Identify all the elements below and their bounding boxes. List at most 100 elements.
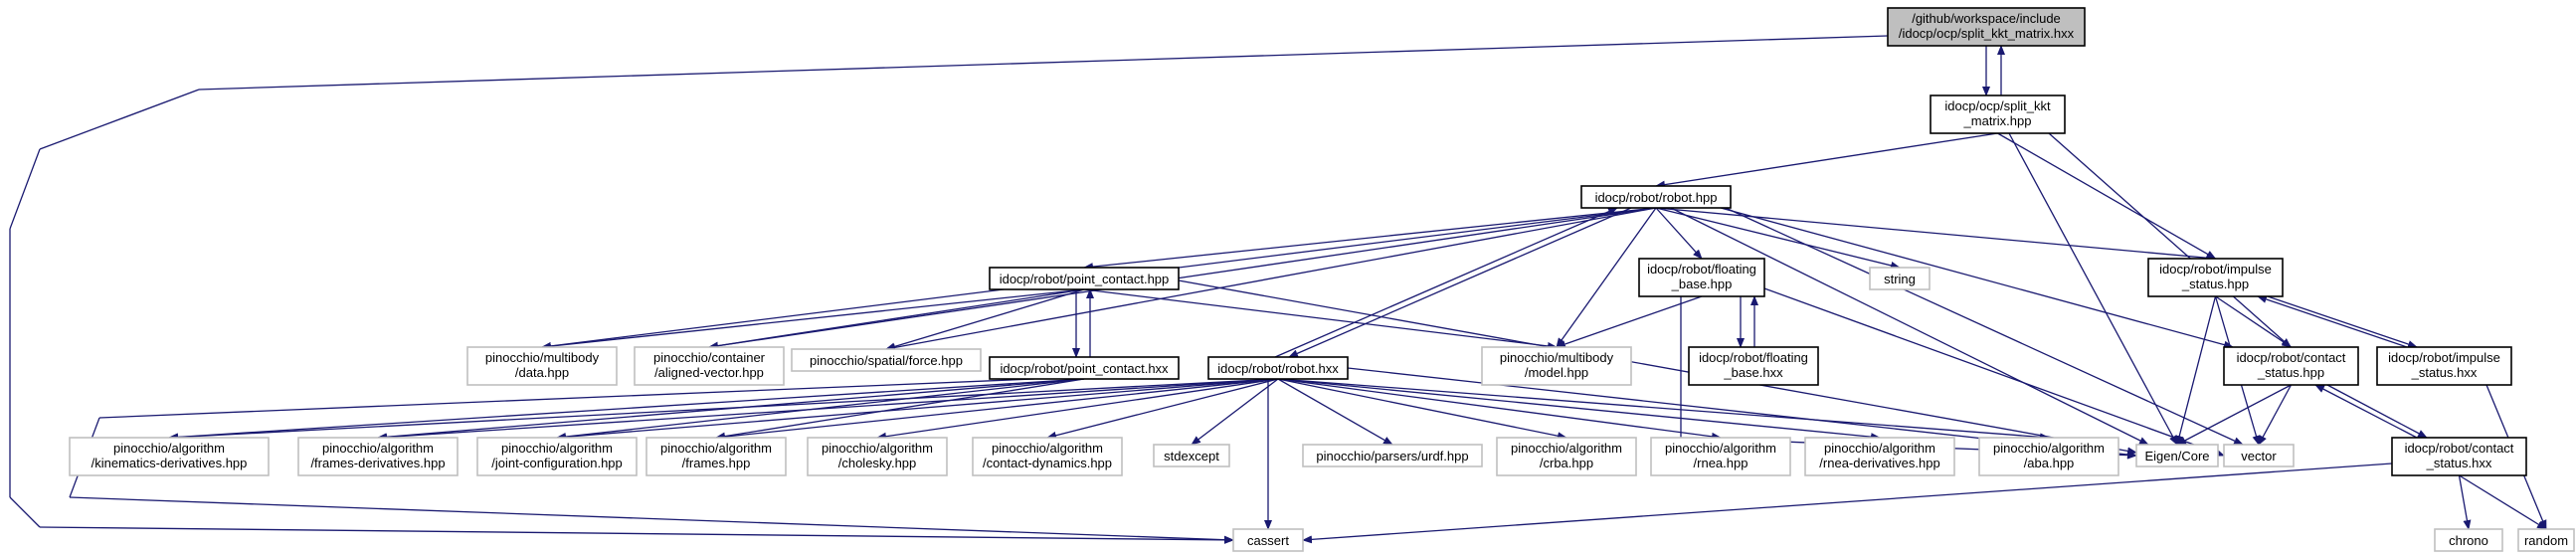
file-node-floating-base-hxx[interactable]: idocp/robot/floating_base.hxx [1688, 346, 1819, 386]
edge-floating_base_hpp-to-multibody_model [1556, 295, 1703, 348]
edge-point_contact_hpp-to-multibody_data [541, 288, 1085, 351]
file-node-crba-label-1: pinocchio/algorithm [1511, 441, 1622, 456]
edge-point_contact_hxx-to-cassert [69, 496, 1234, 544]
edge-point_contact_hpp-to-aligned_vector [708, 288, 1085, 350]
file-node-impulse-status-hxx-box [2376, 346, 2512, 386]
edge-robot_hpp-to-string [1655, 207, 1901, 270]
file-node-point-contact-hpp-label-1: idocp/robot/point_contact.hpp [1000, 272, 1170, 286]
file-node-contact-status-hpp-label-2: _status.hpp [2257, 365, 2324, 380]
file-node-contact-dynamics: pinocchio/algorithm/contact-dynamics.hpp [972, 437, 1123, 476]
file-node-urdf: pinocchio/parsers/urdf.hpp [1302, 444, 1483, 467]
edge-robot_hpp-to-eigen_core [1670, 207, 2149, 446]
file-node-aba: pinocchio/algorithm/aba.hpp [1978, 437, 2119, 476]
file-node-joint-configuration-label-1: pinocchio/algorithm [501, 441, 613, 456]
file-node-stdexcept-label-1: stdexcept [1164, 449, 1219, 463]
file-node-frames-derivatives-box [297, 437, 459, 476]
edge-root-to-cassert [9, 496, 41, 528]
file-node-multibody-data-label-2: /data.hpp [515, 365, 569, 380]
edge-contact_status_hpp-to-contact_status_hxx [2326, 384, 2428, 439]
file-node-random: random [2517, 528, 2575, 552]
edge-root-to-cassert [39, 526, 1234, 544]
edge-root-to-cassert [39, 89, 200, 150]
edge-robot_hxx-to-joint_configuration [556, 378, 1279, 442]
file-node-cassert-label-1: cassert [1247, 533, 1289, 548]
file-node-split-kkt-matrix-hxx-label-1: /github/workspace/include [1912, 11, 2061, 26]
file-node-cholesky-box [807, 437, 948, 476]
edge-point_contact_hpp-to-multibody_model [1083, 288, 1558, 350]
file-node-spatial-force-box [791, 348, 982, 372]
file-node-robot-hxx[interactable]: idocp/robot/robot.hxx [1207, 356, 1349, 380]
file-node-aligned-vector-label-2: /aligned-vector.hpp [654, 365, 764, 380]
file-node-joint-configuration-box [476, 437, 638, 476]
edge-contact_status_hxx-to-cassert [1302, 463, 2393, 544]
file-node-rnea-derivatives-label-1: pinocchio/algorithm [1824, 441, 1935, 456]
file-node-point-contact-hxx-box [989, 356, 1180, 380]
edge-floating_base_hpp-to-vector [1763, 287, 2225, 457]
file-node-crba-box [1496, 437, 1637, 476]
file-node-multibody-model-label-1: pinocchio/multibody [1500, 350, 1614, 365]
edge-robot_hxx-to-aba [1277, 378, 2050, 442]
file-node-joint-configuration-label-2: /joint-configuration.hpp [491, 456, 623, 470]
file-node-impulse-status-hpp-box [2147, 258, 2284, 297]
edge-robot_hpp-to-vector [1725, 207, 2244, 446]
file-node-frames: pinocchio/algorithm/frames.hpp [645, 437, 787, 476]
file-node-contact-status-hpp[interactable]: idocp/robot/contact_status.hpp [2223, 346, 2359, 386]
edge-contact_status_hxx-to-contact_status_hpp [2314, 384, 2418, 439]
edge-robot_hxx-to-contact_dynamics [1046, 378, 1279, 440]
file-node-floating-base-hpp[interactable]: idocp/robot/floating_base.hpp [1638, 258, 1765, 297]
file-node-kinematics-derivatives-label-1: pinocchio/algorithm [113, 441, 225, 456]
edge-robot_hxx-to-frames_derivatives [377, 378, 1279, 442]
file-node-robot-hxx-label-1: idocp/robot/robot.hxx [1217, 361, 1339, 376]
file-node-cholesky-label-2: /cholesky.hpp [838, 456, 917, 470]
file-node-contact-dynamics-box [972, 437, 1123, 476]
file-node-split-kkt-matrix-hxx[interactable]: /github/workspace/include/idocp/ocp/spli… [1887, 7, 2086, 47]
file-node-aba-label-2: /aba.hpp [2024, 456, 2075, 470]
file-node-aligned-vector-label-1: pinocchio/container [653, 350, 766, 365]
file-node-chrono: chrono [2434, 528, 2503, 552]
file-node-rnea-label-2: /rnea.hpp [1694, 456, 1748, 470]
file-node-aligned-vector: pinocchio/container/aligned-vector.hpp [634, 346, 785, 386]
file-node-impulse-status-hxx[interactable]: idocp/robot/impulse_status.hxx [2376, 346, 2512, 386]
file-node-multibody-model-label-2: /model.hpp [1525, 365, 1588, 380]
file-node-floating-base-hpp-box [1638, 258, 1765, 297]
edge-contact_status_hxx-to-random [2459, 474, 2547, 530]
file-node-point-contact-hxx[interactable]: idocp/robot/point_contact.hxx [989, 356, 1180, 380]
file-node-contact-dynamics-label-1: pinocchio/algorithm [992, 441, 1103, 456]
file-node-floating-base-hxx-label-1: idocp/robot/floating [1699, 350, 1808, 365]
file-node-aba-label-1: pinocchio/algorithm [1993, 441, 2105, 456]
edge-robot_hxx-to-rnea [1277, 378, 1722, 441]
edge-impulse_status_hpp-to-eigen_core [2175, 295, 2217, 446]
file-node-contact-status-hxx-label-2: _status.hxx [2426, 456, 2492, 470]
file-node-contact-status-hxx[interactable]: idocp/robot/contact_status.hxx [2391, 437, 2527, 476]
edge-robot_hpp-to-floating_base_hpp [1655, 207, 1703, 260]
file-node-multibody-data-label-1: pinocchio/multibody [485, 350, 600, 365]
file-node-floating-base-hpp-label-1: idocp/robot/floating [1647, 262, 1756, 277]
file-node-split-kkt-matrix-hpp[interactable]: idocp/ocp/split_kkt_matrix.hpp [1930, 94, 2066, 134]
file-node-multibody-data: pinocchio/multibody/data.hpp [466, 346, 618, 386]
file-node-point-contact-hpp-box [989, 267, 1180, 290]
file-node-random-label-1: random [2524, 533, 2568, 548]
file-node-robot-hpp[interactable]: idocp/robot/robot.hpp [1580, 185, 1732, 209]
file-node-frames-derivatives-label-1: pinocchio/algorithm [322, 441, 434, 456]
file-node-impulse-status-hpp-label-2: _status.hpp [2181, 277, 2249, 291]
edge-split_kkt-to-impulse_status_hpp [1997, 132, 2217, 260]
file-node-multibody-model-box [1481, 346, 1632, 386]
file-node-aligned-vector-box [634, 346, 785, 386]
edge-robot_hxx-to-kinematics_derivatives [168, 378, 1279, 442]
file-node-vector: vector [2223, 444, 2295, 467]
edge-robot_hpp-to-contact_status_hpp [1720, 207, 2234, 349]
edge-point_contact_hxx-to-kinematics_derivatives [168, 378, 1085, 442]
file-node-urdf-box [1302, 444, 1483, 467]
file-node-crba: pinocchio/algorithm/crba.hpp [1496, 437, 1637, 476]
file-node-impulse-status-hpp[interactable]: idocp/robot/impulse_status.hpp [2147, 258, 2284, 297]
edge-contact_status_hxx-to-chrono [2458, 474, 2472, 530]
file-node-point-contact-hpp[interactable]: idocp/robot/point_contact.hpp [989, 267, 1180, 290]
edge-split_kkt-to-contact_status_hpp [2048, 132, 2292, 348]
file-node-floating-base-hxx-label-2: _base.hxx [1723, 365, 1783, 380]
file-node-cassert: cassert [1232, 528, 1304, 552]
edge-impulse_status_hpp-to-impulse_status_hxx [2267, 295, 2418, 348]
edge-impulse_status_hpp-to-contact_status_hpp [2215, 295, 2293, 348]
file-node-rnea-derivatives-label-2: /rnea-derivatives.hpp [1819, 456, 1939, 470]
edge-point_contact_hpp-to-spatial_force [885, 288, 1085, 351]
